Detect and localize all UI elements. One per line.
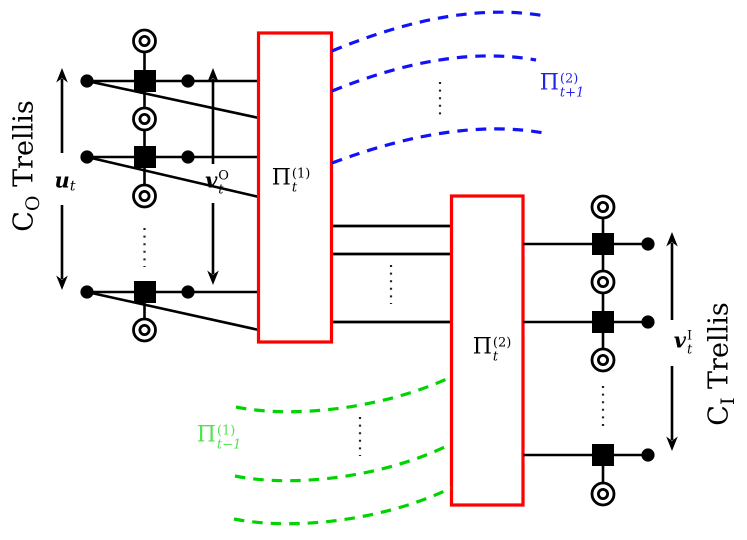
u-input-arrow xyxy=(56,68,68,290)
inner-trellis-section xyxy=(523,194,678,507)
arrowhead-up xyxy=(56,68,68,83)
outer-trellis-section xyxy=(56,28,260,343)
state-node-squares xyxy=(592,233,614,466)
interleaver1-prev-label: Π (1)t−1 xyxy=(196,422,242,453)
variable-node-dots xyxy=(80,74,195,299)
arrowhead-up xyxy=(666,232,678,247)
vI-output-arrow xyxy=(666,232,678,451)
interleaver1-box xyxy=(256,31,334,344)
state-node-squares xyxy=(134,70,156,303)
interleaver2-box xyxy=(449,194,525,507)
interleaver-connection-lines xyxy=(331,224,452,324)
termination-node-circles xyxy=(132,28,157,343)
arrowhead-up xyxy=(207,68,219,83)
outer-trellis-label: CO Trellis xyxy=(8,100,44,232)
interleaver1-label: Π (1)t xyxy=(271,165,311,196)
inner-trellis-label: CI Trellis xyxy=(703,302,739,426)
interleaver2-label: Π (2)t xyxy=(472,334,512,365)
arrowhead-down xyxy=(56,275,68,290)
variable-node-dots xyxy=(641,237,655,462)
termination-node-circles xyxy=(590,194,616,507)
outer-trellis-edges xyxy=(86,79,260,332)
arrowhead-down xyxy=(666,436,678,451)
interleaver2-next-label: Π (2)t+1 xyxy=(539,70,585,101)
next-stage-blue-curves xyxy=(331,10,546,165)
inner-trellis-edges xyxy=(523,242,648,457)
prev-stage-green-curves xyxy=(233,375,452,526)
arrowhead-down xyxy=(207,270,219,285)
vO-output-arrow xyxy=(207,68,219,285)
